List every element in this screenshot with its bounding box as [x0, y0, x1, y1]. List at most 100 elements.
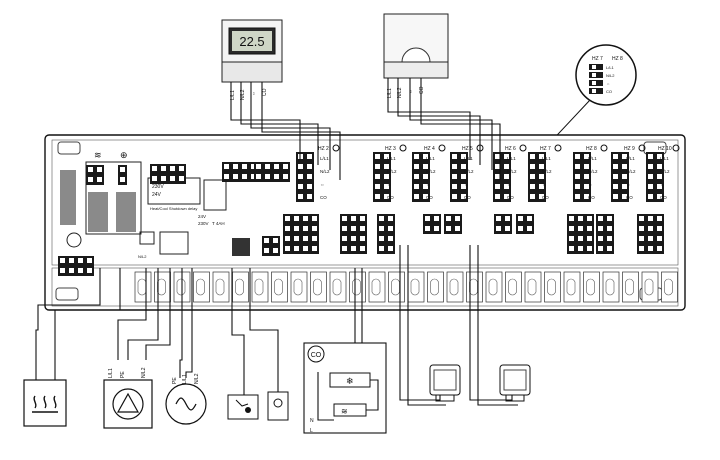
terminal-block	[86, 165, 104, 185]
supply-label: 230V	[152, 184, 164, 190]
zone-led	[672, 144, 680, 152]
zone-row-label: CO	[660, 195, 667, 200]
pump-label-l: L/L1	[108, 368, 114, 378]
zone-row-label: N/L2	[660, 169, 670, 174]
terminal-block	[450, 152, 468, 202]
zone-row-label: L/L1	[626, 156, 635, 161]
zone-row-label: CO	[507, 195, 514, 200]
terminal-block	[58, 256, 94, 276]
zone-row-label: ⇔	[320, 182, 325, 187]
terminal-block	[444, 214, 462, 234]
actuator-slot	[154, 271, 171, 303]
terminal-block	[412, 152, 430, 202]
terminal-block	[373, 152, 391, 202]
timer-device	[267, 391, 289, 421]
zone-led	[554, 144, 562, 152]
zone-header: HZ 8	[586, 146, 597, 152]
zone-row-label: CO	[588, 195, 595, 200]
thermostat-1-terminals: L/L1 N/L2 ⇔ CO	[230, 88, 268, 100]
zone-header: HZ 7	[540, 146, 551, 152]
terminal-block	[573, 152, 591, 202]
terminal-block	[118, 165, 127, 185]
zone-header: HZ 4	[424, 146, 435, 152]
supply24-label: 24V	[152, 192, 162, 198]
actuator-slot	[622, 271, 639, 303]
terminal-block	[254, 162, 290, 182]
actuator-slot	[466, 271, 483, 303]
zone-row-label: ⇔	[387, 182, 392, 187]
terminal-block	[377, 214, 395, 254]
terminal-block	[494, 214, 512, 234]
t1-label-l: L/L1	[230, 90, 236, 100]
actuator-slot	[349, 271, 366, 303]
actuator-slot	[329, 271, 347, 303]
zone-row-label: L/L1	[588, 156, 597, 161]
zone-row-label: N/L2	[542, 169, 552, 174]
digital-thermostat: 22.5	[221, 19, 283, 83]
jumper-label: N/L2	[138, 254, 147, 259]
zone-row-label: L/L1	[320, 156, 329, 161]
terminal-block	[493, 152, 511, 202]
terminal-block	[262, 236, 280, 256]
zone-row-label: N/L2	[588, 169, 598, 174]
zone-header: HZ 3	[385, 146, 396, 152]
svg-text:≋: ≋	[341, 407, 348, 416]
actuator-slot	[212, 271, 230, 303]
zone-row-label: CO	[542, 195, 549, 200]
co-module: CO ❄ ≋ N L	[303, 342, 387, 434]
actuator-slot	[524, 271, 542, 303]
actuator-slot	[310, 271, 327, 303]
zone-header: HZ 6	[505, 146, 516, 152]
fuse-text-3: T 4AH	[212, 221, 225, 226]
terminal-block	[646, 152, 664, 202]
terminal-block	[516, 214, 534, 234]
fuse-text-2: 230V	[198, 221, 209, 226]
co-l: L	[310, 428, 313, 434]
zone-row-label: N/L2	[426, 169, 436, 174]
zone-row-label: L/L1	[542, 156, 551, 161]
co-n: N	[310, 418, 314, 424]
terminal-block	[283, 214, 319, 254]
zone-row-label: CO	[626, 195, 633, 200]
t1-label-arrows: ⇔	[251, 91, 257, 96]
zone-header: HZ 10	[658, 146, 672, 152]
zone-led	[399, 144, 407, 152]
wires	[35, 78, 518, 406]
zone-header: HZ 2	[318, 146, 329, 152]
actuator-slot	[505, 271, 522, 303]
pump-label-n: N/L2	[141, 367, 147, 378]
zone-row-label: CO	[426, 195, 433, 200]
terminal-block	[296, 152, 314, 202]
relay-text: Heat/Cool Shutdown delay	[150, 206, 197, 211]
ac-label-n: N/L2	[194, 373, 200, 384]
actuator-2	[499, 364, 531, 402]
pump-load: L/L1 PE N/L2	[103, 367, 153, 429]
actuator-slot	[407, 271, 425, 303]
t1-label-co: CO	[262, 88, 268, 96]
actuator-slot	[251, 271, 269, 303]
zone-row-label: L/L1	[426, 156, 435, 161]
zone-row-label: N/L2	[320, 169, 330, 174]
actuator-slot	[427, 271, 444, 303]
zone-led	[519, 144, 527, 152]
zone-row-label: ⇔	[426, 182, 431, 187]
zone-row-label: ⇔	[660, 182, 665, 187]
thermostat-2-terminals: L/L1 N/L2 ⇔ CO	[387, 86, 425, 98]
zone-row-label: N/L2	[507, 169, 517, 174]
t2-label-l: L/L1	[387, 88, 393, 98]
zone-row-label: ⇔	[507, 182, 512, 187]
svg-text:⊕: ⊕	[120, 150, 128, 160]
terminal-block	[567, 214, 594, 254]
actuator-slot	[583, 271, 600, 303]
zone-header: HZ 9	[624, 146, 635, 152]
ac-label-l: L/L1	[182, 374, 188, 384]
fuse-text-1: 24V	[198, 214, 206, 219]
zone-row-label: CO	[387, 195, 394, 200]
t2-label-arrows: ⇔	[408, 89, 414, 94]
actuator-slot	[368, 271, 386, 303]
power-module: ≋ ⊕	[85, 150, 142, 235]
terminal-block	[596, 214, 614, 254]
terminal-block	[611, 152, 629, 202]
heating-load	[23, 379, 67, 427]
